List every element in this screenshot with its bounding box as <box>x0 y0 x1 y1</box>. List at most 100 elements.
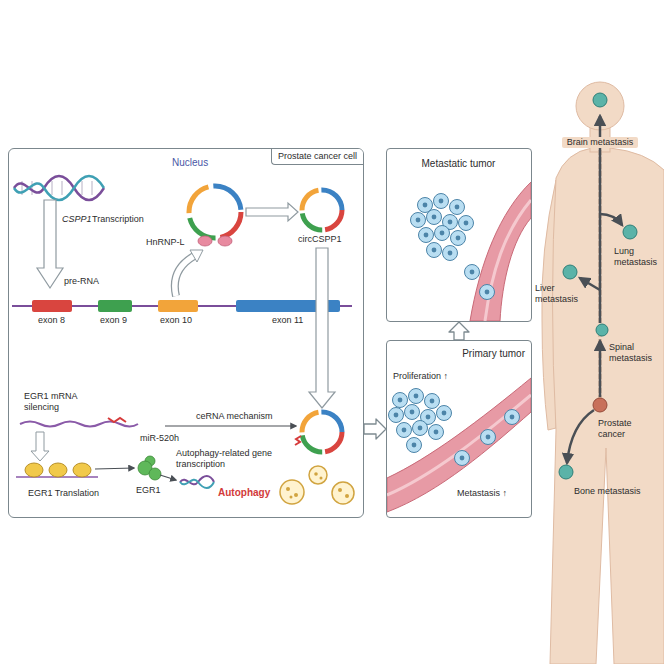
cerna-arrow <box>165 425 296 426</box>
nucleus-region: Nucleus <box>9 149 362 399</box>
text-slot: EGR1 <box>136 485 161 496</box>
process-label: EGR1 mRNA silencing <box>24 391 86 413</box>
process-label: Transcription <box>92 214 144 225</box>
text-slot: Lung metastasis <box>614 246 660 268</box>
compartment-label: Nucleus <box>172 157 208 169</box>
autophagosome <box>280 466 354 504</box>
text-slot: Proliferation ↑ <box>393 371 448 382</box>
text-slot: Spinal metastasis <box>609 342 659 364</box>
text-slot: Primary tumor <box>462 348 525 360</box>
metastatic-tumor-panel: Metastatic tumor <box>386 148 532 322</box>
text-slot: EGR1 mRNA silencing <box>24 391 86 413</box>
text-slot: HnRNP-L <box>146 237 185 248</box>
gene-name: CSPP1 <box>62 214 92 225</box>
site-label: Liver metastasis <box>535 283 579 305</box>
panel-tab: Prostate cancer cell <box>271 149 363 165</box>
site-label: Spinal metastasis <box>609 342 659 364</box>
process-note: Proliferation ↑ <box>393 371 448 382</box>
exon-block <box>98 300 132 312</box>
translation-arrow <box>31 432 49 461</box>
text-slot: Liver metastasis <box>535 283 579 305</box>
spread-arrows <box>567 116 622 463</box>
text-slot: Metastasis ↑ <box>457 488 507 499</box>
nucleoplasm <box>9 149 362 370</box>
nuclear-envelope <box>9 336 362 384</box>
exon-label: exon 10 <box>160 315 192 326</box>
process-note: Metastasis ↑ <box>457 488 507 499</box>
text-slot: miR-520h <box>140 433 179 444</box>
text-slot: exon 8 <box>38 315 65 326</box>
site-label: Brain metastasis <box>562 137 638 148</box>
text-slot: circCSPP1 <box>298 234 342 245</box>
dna-helix <box>180 480 214 488</box>
exon-label: exon 9 <box>100 315 127 326</box>
text-slot: exon 9 <box>100 315 127 326</box>
panel-title: Primary tumor <box>462 348 525 360</box>
rna-loop <box>189 186 241 238</box>
splicing-arrow <box>175 256 194 296</box>
process-label: EGR1 Translation <box>28 488 99 499</box>
outcome-label: Autophagy <box>218 487 270 499</box>
flow-arrow <box>449 322 469 340</box>
text-slot: Metastatic tumor <box>387 158 530 170</box>
mrna-strand <box>20 422 138 427</box>
blood-vessel <box>387 378 531 512</box>
egr1-protein <box>138 456 161 480</box>
protein-label: HnRNP-L <box>146 237 185 248</box>
text-slot: Autophagy <box>218 487 270 499</box>
text-slot: Bone metastasis <box>574 486 641 497</box>
circularization-arrow <box>246 203 298 221</box>
process-label: ceRNA mechanism <box>196 411 273 422</box>
panel-title: Metastatic tumor <box>387 158 530 170</box>
text-slot: pre-RNA <box>64 276 99 287</box>
text-slot: Prostate cancer <box>598 418 660 440</box>
site-label: Bone metastasis <box>574 486 641 497</box>
text-slot: EGR1 Translation <box>28 488 99 499</box>
envelope-inner-line <box>9 343 362 377</box>
site-label: Lung metastasis <box>614 246 660 268</box>
flow-arrow <box>364 419 386 439</box>
hnrnp-protein <box>218 236 232 246</box>
exon-block <box>32 300 72 312</box>
text-slot: exon 11 <box>272 315 303 326</box>
primary-tumor-panel: Primary tumorProliferation ↑ Metastasis ↑ <box>386 340 532 518</box>
circ-rna <box>302 412 342 452</box>
ribosome <box>25 463 43 477</box>
protein-label: EGR1 <box>136 485 161 496</box>
molecule-label: pre-RNA <box>64 276 99 287</box>
text-slot: exon 10 <box>160 315 192 326</box>
export-arrow <box>309 248 335 408</box>
ribosome <box>73 463 91 477</box>
human-body <box>542 82 664 664</box>
text-slot: Brain metastasis <box>562 137 638 148</box>
process-arrow <box>160 475 176 480</box>
transcription-arrow <box>37 200 63 288</box>
dna-helix <box>14 176 104 200</box>
exon-label: exon 11 <box>272 315 303 326</box>
molecule-label: circCSPP1 <box>298 234 342 245</box>
hnrnp-protein <box>198 236 212 246</box>
text-slot: ceRNA mechanism <box>196 411 273 422</box>
site-label: Prostate cancer <box>598 418 660 440</box>
circ-rna <box>302 190 342 230</box>
molecule-label: miR-520h <box>140 433 179 444</box>
exon-block <box>158 300 198 312</box>
text-slot: Autophagy-related gene transcription <box>176 448 288 470</box>
vessel-lumen <box>387 395 531 495</box>
ribosome <box>49 463 67 477</box>
text-slot: Transcription <box>92 214 144 225</box>
text-slot: CSPP1 <box>62 214 92 225</box>
tumor-cells <box>389 389 520 466</box>
tumor-cells <box>411 194 495 300</box>
nucleus-outline <box>9 149 362 399</box>
text-slot: Prostate cancer cell <box>271 149 363 165</box>
text-slot: Nucleus <box>172 157 208 169</box>
mirna-strand <box>295 436 301 445</box>
vessel-lumen <box>485 200 531 321</box>
process-label: Autophagy-related gene transcription <box>176 448 288 470</box>
blood-vessel <box>470 182 531 321</box>
exon-label: exon 8 <box>38 315 65 326</box>
process-arrow <box>95 468 134 469</box>
